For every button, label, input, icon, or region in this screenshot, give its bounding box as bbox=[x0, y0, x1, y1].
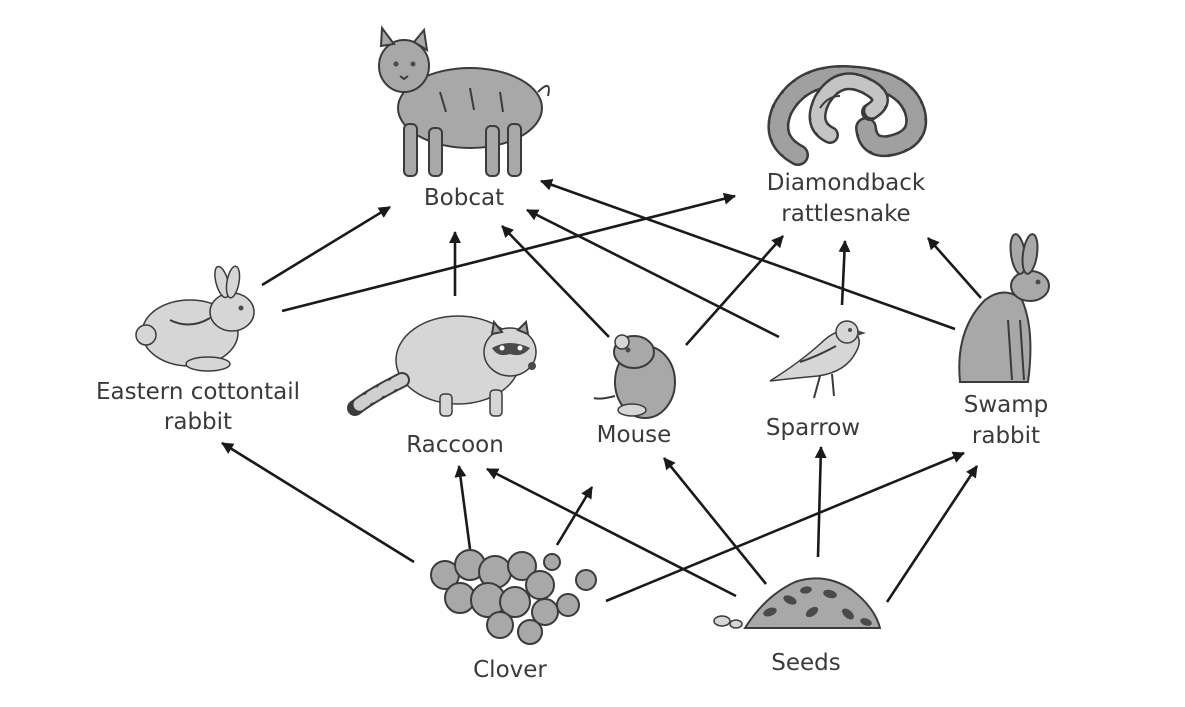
mouse-label: Mouse bbox=[597, 422, 672, 448]
arrow-sparrow-to-rattlesnake bbox=[838, 240, 851, 306]
arrow-mouse-to-bobcat bbox=[501, 225, 610, 338]
swamp-rabbit-illustration bbox=[958, 233, 1050, 383]
arrow-cottontail-to-rattlesnake bbox=[281, 192, 736, 313]
bobcat-illustration bbox=[378, 25, 550, 177]
arrow-sparrow-to-bobcat bbox=[526, 208, 780, 339]
arrow-seeds-to-sparrow bbox=[814, 446, 827, 558]
cottontail-label-line2: rabbit bbox=[164, 409, 232, 435]
raccoon-illustration bbox=[347, 315, 537, 417]
rattlesnake-illustration bbox=[767, 65, 928, 166]
sparrow-label: Sparrow bbox=[766, 415, 860, 441]
arrow-seeds-to-swamp bbox=[885, 465, 979, 603]
organism-labels: Bobcat Diamondback rattlesnake Eastern c… bbox=[96, 170, 1048, 683]
arrow-seeds-to-raccoon bbox=[486, 467, 737, 598]
cottontail-label-line1: Eastern cottontail bbox=[96, 379, 300, 405]
rattlesnake-label-line1: Diamondback bbox=[767, 170, 926, 196]
arrow-swamp-to-bobcat bbox=[540, 179, 956, 331]
clover-illustration bbox=[430, 549, 597, 645]
swamp-rabbit-label-line1: Swamp bbox=[964, 392, 1049, 418]
seeds-label: Seeds bbox=[771, 650, 840, 676]
sparrow-illustration bbox=[769, 320, 866, 399]
raccoon-label: Raccoon bbox=[406, 432, 504, 458]
arrow-cottontail-to-bobcat bbox=[261, 205, 391, 287]
food-web-arrows bbox=[221, 179, 982, 603]
arrow-mouse-to-rattlesnake bbox=[685, 235, 784, 346]
cottontail-rabbit-illustration bbox=[135, 265, 255, 372]
arrow-swamp-to-rattlesnake bbox=[927, 237, 982, 299]
arrow-clover-to-swamp bbox=[605, 451, 965, 603]
arrow-seeds-to-mouse bbox=[662, 457, 768, 585]
swamp-rabbit-label-line2: rabbit bbox=[972, 423, 1040, 449]
clover-label: Clover bbox=[473, 657, 547, 683]
arrow-clover-to-raccoon bbox=[454, 465, 472, 550]
bobcat-label: Bobcat bbox=[424, 185, 504, 211]
seeds-illustration bbox=[713, 577, 882, 629]
arrow-clover-to-mouse bbox=[555, 486, 594, 546]
mouse-illustration bbox=[593, 334, 676, 419]
arrow-clover-to-cottontail bbox=[221, 441, 415, 564]
rattlesnake-label-line2: rattlesnake bbox=[781, 201, 910, 227]
